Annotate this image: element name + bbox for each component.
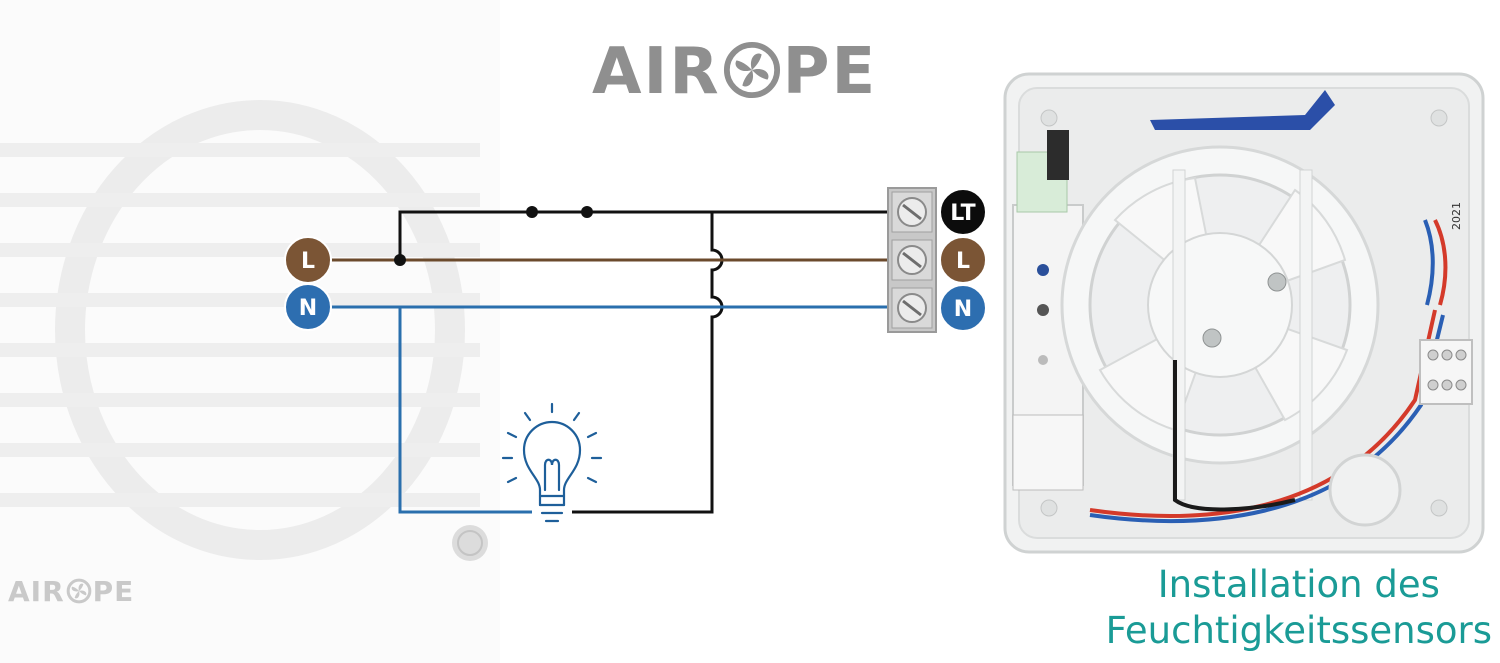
caption-line-2: Feuchtigkeitssensors — [1105, 609, 1492, 652]
neutral-badge-right: N — [939, 284, 987, 332]
junction-dot — [394, 254, 406, 266]
svg-text:N: N — [954, 297, 972, 322]
bathroom-fan-icon: 2021 — [1003, 72, 1485, 554]
terminal-screw-icon — [891, 239, 933, 281]
neutral-badge-left: N — [284, 283, 332, 331]
terminal-screw-icon — [891, 191, 933, 233]
wiring-schematic: L N LT L N — [284, 187, 987, 523]
svg-text:N: N — [299, 296, 317, 321]
live-badge-right: L — [939, 236, 987, 284]
neutral-wire — [330, 305, 888, 514]
caption: Installation des Feuchtigkeitssensors — [1106, 562, 1492, 654]
lt-badge-right: LT — [939, 188, 987, 236]
terminal-block — [887, 187, 937, 333]
svg-text:L: L — [956, 249, 970, 274]
fan-logo-icon — [723, 41, 780, 99]
svg-text:LT: LT — [950, 201, 975, 226]
switch-wire — [398, 210, 888, 514]
caption-line-1: Installation des — [1157, 563, 1440, 606]
switch-contact-icon — [581, 206, 593, 218]
terminal-screw-icon — [891, 287, 933, 329]
light-bulb-icon — [501, 402, 603, 523]
svg-text:2021: 2021 — [1450, 202, 1463, 230]
live-badge-left: L — [284, 236, 332, 284]
svg-text:L: L — [301, 249, 315, 274]
fan-logo-icon — [66, 578, 92, 604]
switch-contact-icon — [526, 206, 538, 218]
